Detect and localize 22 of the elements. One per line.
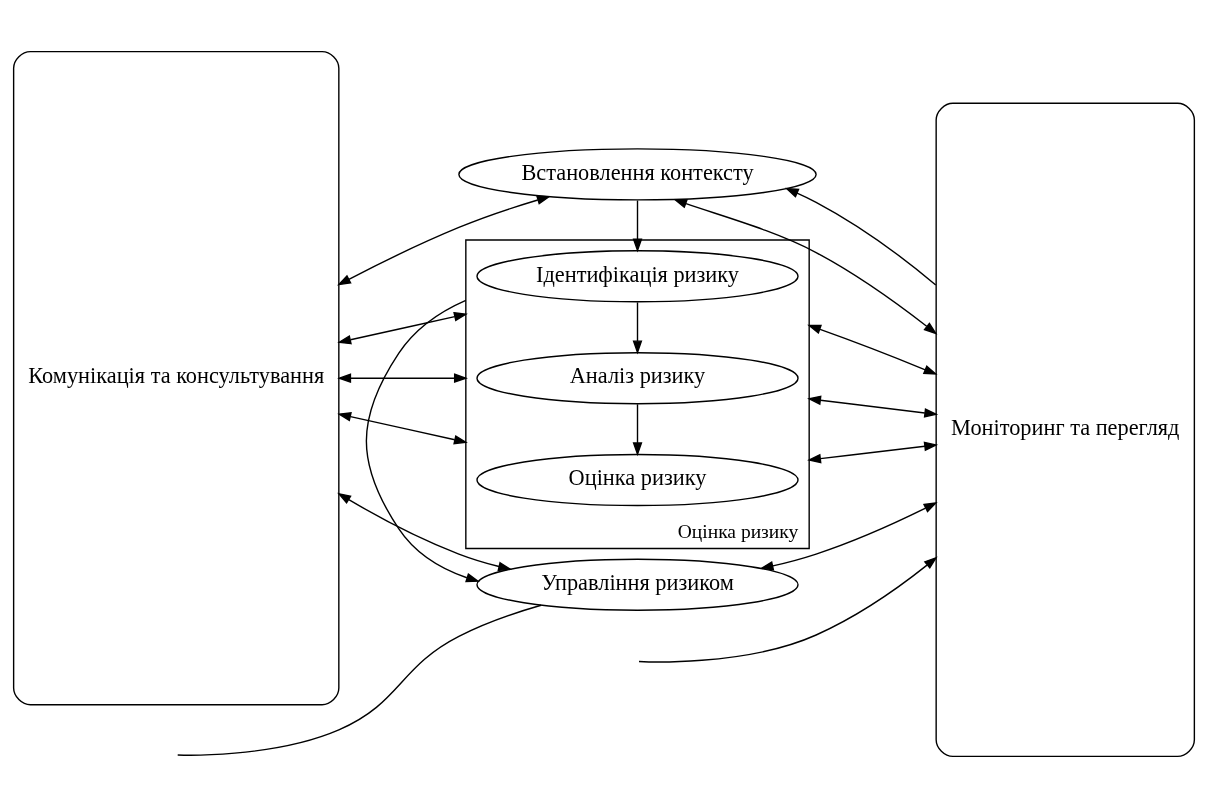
arrow: [632, 301, 643, 354]
arrow: [632, 199, 643, 253]
node-box: Моніторинг та перегляд: [935, 102, 1196, 757]
arrow: [673, 198, 938, 335]
arrow: [365, 299, 480, 582]
arrow: [807, 394, 939, 418]
arrow: [337, 372, 468, 383]
arrow: [337, 492, 513, 571]
arrow: [632, 403, 643, 456]
arrow: [784, 187, 937, 286]
arrow: [638, 556, 938, 663]
node-ellipse: Ідентифікація ризику: [476, 249, 799, 302]
node-ellipse: Аналіз ризику: [476, 351, 799, 404]
node-ellipse: Оцінка ризику: [476, 453, 799, 506]
node-box: Комунікація та консультування: [12, 50, 340, 705]
arrow: [337, 411, 468, 444]
arrow: [337, 194, 551, 286]
connector: [177, 604, 542, 756]
arrow: [759, 501, 938, 571]
arrow: [807, 440, 939, 463]
arrow: [337, 311, 468, 344]
arrow: [807, 324, 938, 375]
